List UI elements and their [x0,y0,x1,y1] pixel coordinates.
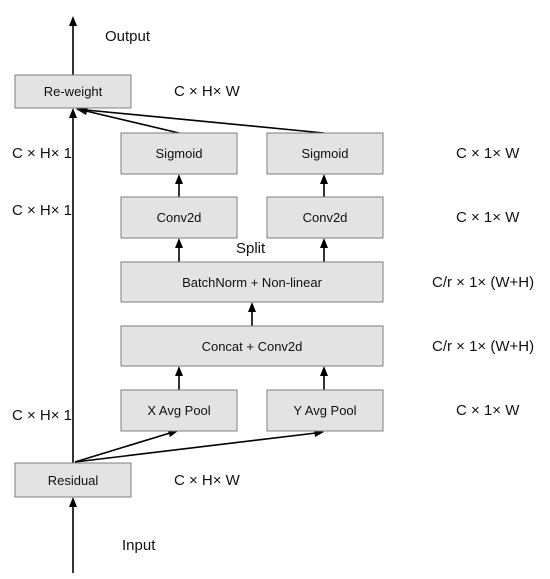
batchnorm-block: BatchNorm + Non-linear [120,261,384,303]
arrowhead [320,238,328,248]
right-conv-dim-label: C × 1× W [456,209,520,226]
output-label: Output [105,28,151,45]
conv-left-label: Conv2d [157,210,202,225]
arrowhead [175,238,183,248]
right-concat-dim-label: C/r × 1× (W+H) [432,338,534,355]
input-label: Input [122,537,156,554]
concat-block: Concat + Conv2d [120,325,384,367]
left-bottom-dim-label: C × H× 1 [12,407,72,424]
sigmoid-right-label: Sigmoid [302,146,349,161]
arrows [69,16,328,573]
conv-left-block: Conv2d [120,196,238,239]
conv-right-label: Conv2d [303,210,348,225]
split-label: Split [236,240,266,257]
residual-to-xpool-arrow [74,432,171,463]
sigmoid-left-to-reweight-arrow [85,110,180,134]
left-mid-dim-label: C × H× 1 [12,202,72,219]
arrowhead [320,174,328,184]
sigmoid-right-to-reweight-arrow [85,109,325,134]
arrowhead [248,302,256,312]
conv-right-block: Conv2d [266,196,384,239]
reweight-label: Re-weight [44,84,103,99]
right-pool-dim-label: C × 1× W [456,402,520,419]
batchnorm-label: BatchNorm + Non-linear [182,275,322,290]
left-top-dim-label: C × H× 1 [12,145,72,162]
sigmoid-left-block: Sigmoid [120,132,238,175]
ypool-label: Y Avg Pool [293,403,356,418]
sigmoid-left-label: Sigmoid [156,146,203,161]
residual-block: Residual [14,462,132,498]
residual-dim-label: C × H× W [174,472,241,489]
reweight-dim-label: C × H× W [174,83,241,100]
residual-to-ypool-arrow [74,432,317,463]
right-batchnorm-dim-label: C/r × 1× (W+H) [432,274,534,291]
sigmoid-right-block: Sigmoid [266,132,384,175]
arrowhead [175,366,183,376]
xpool-block: X Avg Pool [120,389,238,432]
reweight-block: Re-weight [14,74,132,109]
arrowhead [320,366,328,376]
arrowhead [175,174,183,184]
xpool-label: X Avg Pool [147,403,210,418]
concat-label: Concat + Conv2d [202,339,303,354]
right-sigmoid-dim-label: C × 1× W [456,145,520,162]
arrowhead [69,16,77,26]
ypool-block: Y Avg Pool [266,389,384,432]
arrowhead [69,497,77,507]
arrowhead [69,108,77,118]
residual-label: Residual [48,473,99,488]
